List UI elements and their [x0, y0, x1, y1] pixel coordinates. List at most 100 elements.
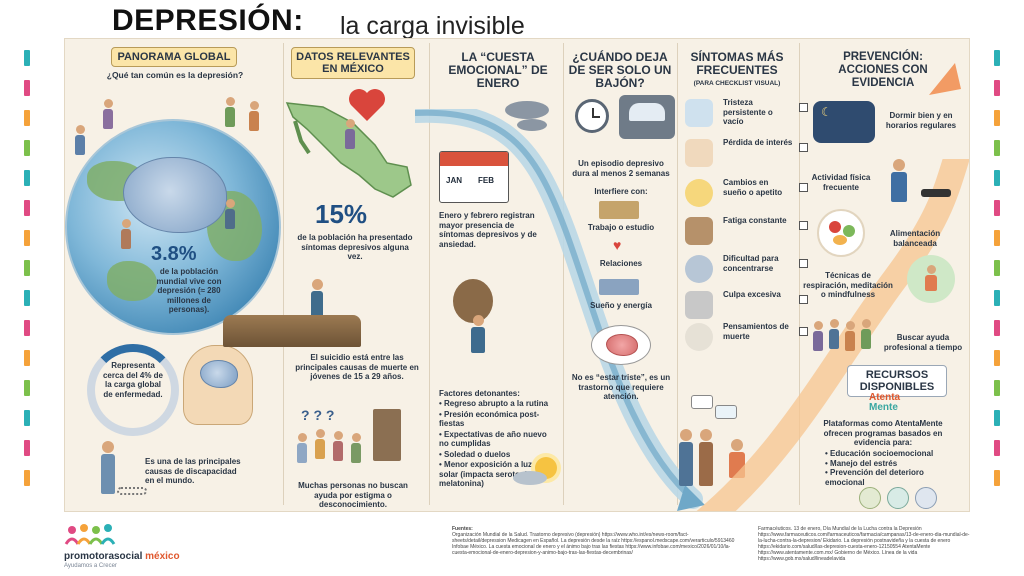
burden-ring-chart	[87, 344, 179, 436]
resource-item: • Manejo del estrés	[825, 458, 898, 468]
column-divider	[283, 43, 284, 505]
person-figure	[75, 125, 85, 155]
symptom-checkbox[interactable]	[799, 221, 808, 230]
clock-icon	[575, 99, 609, 133]
symptom-checkbox[interactable]	[799, 183, 808, 192]
empty-jar-icon	[685, 139, 713, 167]
triggers-title: Factores detonantes:	[439, 389, 520, 398]
disability-text: Es una de las principales causas de disc…	[145, 457, 241, 485]
mexico-stat-text: de la población ha presentado síntomas d…	[297, 233, 413, 261]
resource-item: • Prevención del deterioro emocional	[825, 468, 924, 487]
interfere-item-relationships: Relaciones	[599, 259, 643, 268]
global-question: ¿Qué tan común es la depresión?	[106, 70, 244, 80]
person-figure	[225, 97, 235, 127]
trigger-item: • Regreso abrupto a la rutina	[439, 399, 549, 408]
moon-sleep-icon	[685, 179, 713, 207]
broken-heart-couple-icon: ♥	[613, 237, 622, 253]
books-icon	[599, 201, 639, 219]
symptom-label: Tristeza persistente o vacío	[723, 98, 773, 126]
trigger-item: • Menor exposición a luz solar (impacta …	[439, 460, 544, 488]
person-figure	[345, 119, 355, 149]
person-figure	[225, 199, 235, 229]
org-tagline: Ayudamos a Crecer	[64, 563, 117, 569]
burden-text: Representa cerca del 4% de la carga glob…	[102, 361, 164, 399]
symptom-label: Culpa excesiva	[723, 290, 781, 299]
triggers-list: • Regreso abrupto a la rutina • Presión …	[439, 399, 551, 489]
head-brain-icon	[183, 345, 253, 425]
prevention-ribbon-arrow	[696, 159, 969, 511]
header-mexico: DATOS RELEVANTES EN MÉXICO	[291, 47, 415, 79]
symptom-label: Fatiga constante	[723, 216, 787, 225]
interferes-title: Interfiere con:	[594, 187, 648, 196]
heart-icon	[349, 89, 385, 121]
support-group-illustration	[811, 315, 881, 355]
speech-bubble-icon	[691, 395, 713, 409]
speech-bubble-icon	[715, 405, 737, 419]
column-divider	[799, 43, 800, 505]
symptom-row: Cambios en sueño o apetito	[685, 177, 815, 213]
foggy-brain-icon	[685, 255, 713, 283]
episode-duration-text: Un episodio depresivo dura al menos 2 se…	[572, 159, 670, 178]
symptom-checkbox[interactable]	[799, 103, 808, 112]
locked-door-icon	[373, 409, 401, 461]
prevention-action: Dormir bien y en horarios regulares	[885, 111, 957, 130]
calendar-icon: JAN FEB	[439, 151, 509, 203]
skull-icon	[685, 323, 713, 351]
lotus-icon	[887, 487, 909, 509]
symptom-row: Tristeza persistente o vacío	[685, 97, 815, 133]
org-name: promotorasocial méxico	[64, 551, 180, 562]
page-title: DEPRESIÓN:	[112, 4, 304, 37]
symptom-checkbox[interactable]	[799, 295, 808, 304]
cliff-illustration	[223, 315, 361, 347]
stigma-people-illustration: ? ? ?	[293, 403, 405, 473]
global-stat-percent: 3.8%	[151, 243, 197, 265]
prevention-action: Técnicas de respiración, meditación o mi…	[803, 271, 893, 299]
symptom-label: Pensamientos de muerte	[723, 322, 789, 341]
trigger-item: • Soledad o duelos	[439, 449, 511, 459]
heavy-sack-icon	[453, 279, 493, 323]
symptom-checkbox[interactable]	[799, 143, 808, 152]
dumbbell-icon	[921, 189, 951, 197]
column-divider	[677, 43, 678, 505]
chain-icon	[117, 487, 147, 495]
sources-left: Organización Mundial de la Salud. Trasto…	[452, 532, 735, 556]
symptom-row: Dificultad para concentrarse	[685, 253, 815, 289]
cloud-icon	[513, 471, 547, 485]
symptom-label: Dificultad para concentrarse	[723, 254, 779, 273]
mexico-map-icon	[285, 102, 412, 198]
meditation-icon	[907, 255, 955, 303]
symptom-row: Fatiga constante	[685, 215, 815, 251]
page-subtitle: la carga invisible	[340, 12, 525, 40]
growth-chart-icon	[859, 487, 881, 509]
tear-drops-icon	[685, 99, 713, 127]
symptom-label: Cambios en sueño o apetito	[723, 178, 783, 197]
symptom-checkbox[interactable]	[799, 327, 808, 336]
symptom-row: Pérdida de interés	[685, 137, 815, 173]
bed-icon	[599, 279, 639, 295]
interfere-item-sleep: Sueño y energía	[590, 301, 652, 310]
chained-person-figure	[101, 441, 115, 497]
global-stat-text: de la población mundial vive con depresi…	[156, 267, 222, 314]
ribbon-arrowhead-icon	[929, 63, 961, 95]
prevention-action: Alimentación balanceada	[889, 229, 941, 248]
people-circle-logo-icon	[64, 524, 116, 545]
sources-title: Fuentes:	[452, 526, 473, 532]
trigger-item: • Presión económica post-fiestas	[439, 409, 540, 429]
symptom-row: Pensamientos de muerte	[685, 321, 815, 357]
symptom-checkbox[interactable]	[799, 259, 808, 268]
prevention-action: Actividad física frecuente	[811, 173, 871, 192]
resources-list: • Educación socioemocional • Manejo del …	[825, 449, 953, 487]
right-color-strip	[994, 50, 1000, 520]
mobile-app-icon	[915, 487, 937, 509]
header-cuando-bajon: ¿CUÁNDO DEJA DE SER SOLO UN BAJÓN?	[568, 50, 672, 90]
brain-icon	[123, 157, 227, 233]
battery-low-icon	[685, 217, 713, 245]
runner-figure	[891, 159, 907, 203]
header-sintomas: SÍNTOMAS MÁS FRECUENTES	[690, 50, 784, 77]
header-panorama-global: PANORAMA GLOBAL	[111, 47, 237, 67]
road-arrow-illustration	[415, 109, 705, 511]
column-divider	[563, 43, 564, 505]
thought-bubble-brain-icon	[591, 325, 651, 365]
atentamente-logo: Atenta Mente	[869, 392, 901, 413]
resources-intro: Plataformas como AtentaMente ofrecen pro…	[823, 419, 943, 447]
